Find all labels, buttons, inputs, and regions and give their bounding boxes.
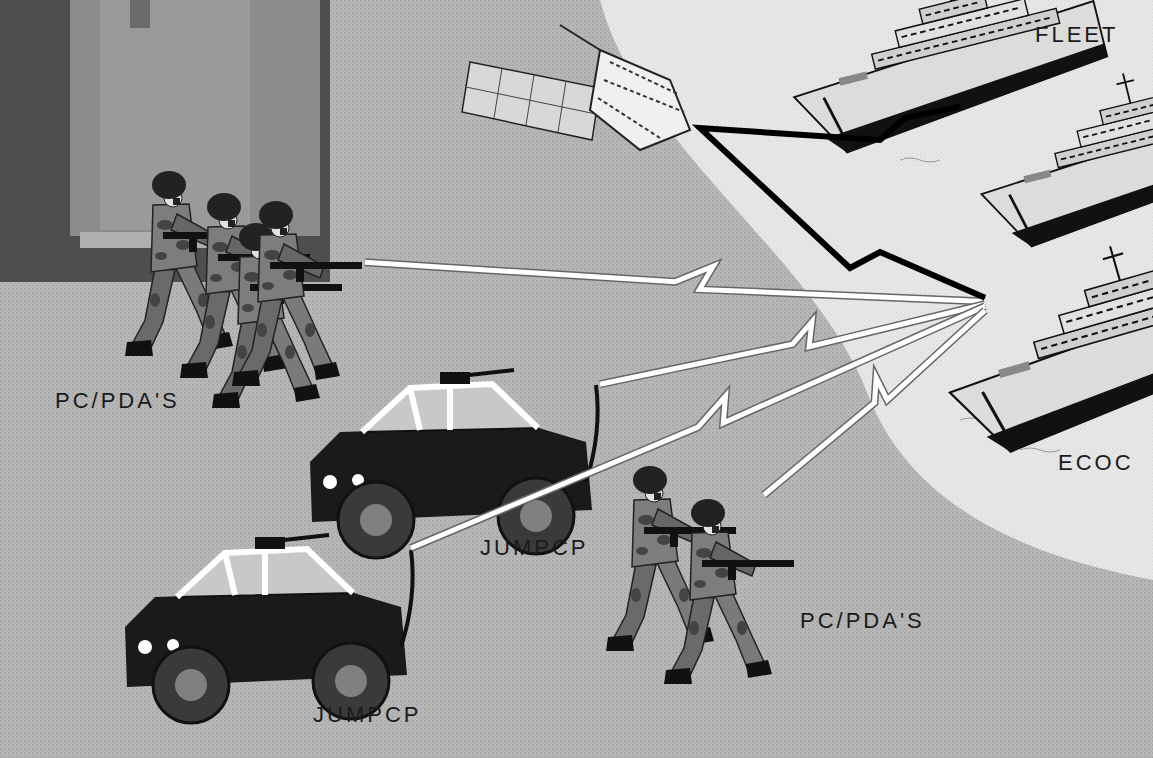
- soldier: [232, 201, 362, 386]
- unit-label: JUMPCP: [480, 535, 588, 561]
- radio-link: [764, 310, 985, 495]
- soldier: [664, 499, 794, 684]
- fleet-ships: [773, 0, 1153, 255]
- unit-label: ECOC: [1058, 450, 1134, 476]
- labelled-unit: JUMPCP: [300, 370, 600, 560]
- vehicle: [125, 535, 413, 723]
- link-bolt: [700, 107, 985, 298]
- labelled-unit: ECOC: [985, 215, 1153, 480]
- radio-link: [365, 262, 985, 301]
- labelled-unit: JUMPCP: [115, 530, 405, 730]
- ship: [961, 42, 1153, 255]
- link-bolt: [411, 306, 985, 548]
- link-bolt: [764, 310, 985, 495]
- satellite: [462, 25, 690, 150]
- radio-link: [600, 304, 985, 384]
- link-outline: [411, 306, 985, 548]
- unit-label: FLEET: [1035, 22, 1118, 48]
- soldier-group: [125, 171, 362, 408]
- unit-label: PC/PDA'S: [55, 388, 180, 414]
- link-outline: [600, 304, 985, 384]
- link-bolt: [600, 304, 985, 384]
- radio-link: [411, 306, 985, 548]
- labelled-unit: PC/PDA'S: [55, 170, 365, 415]
- unit-label: PC/PDA'S: [800, 608, 925, 634]
- unit-label: JUMPCP: [313, 702, 421, 728]
- link-bolt: [365, 262, 985, 301]
- soldier-group: [606, 466, 794, 684]
- labelled-unit: PC/PDA'S: [605, 495, 905, 680]
- radio-link: [700, 107, 985, 298]
- link-outline: [365, 262, 985, 301]
- labelled-unit: FLEET: [960, 0, 1153, 190]
- link-outline: [764, 310, 985, 495]
